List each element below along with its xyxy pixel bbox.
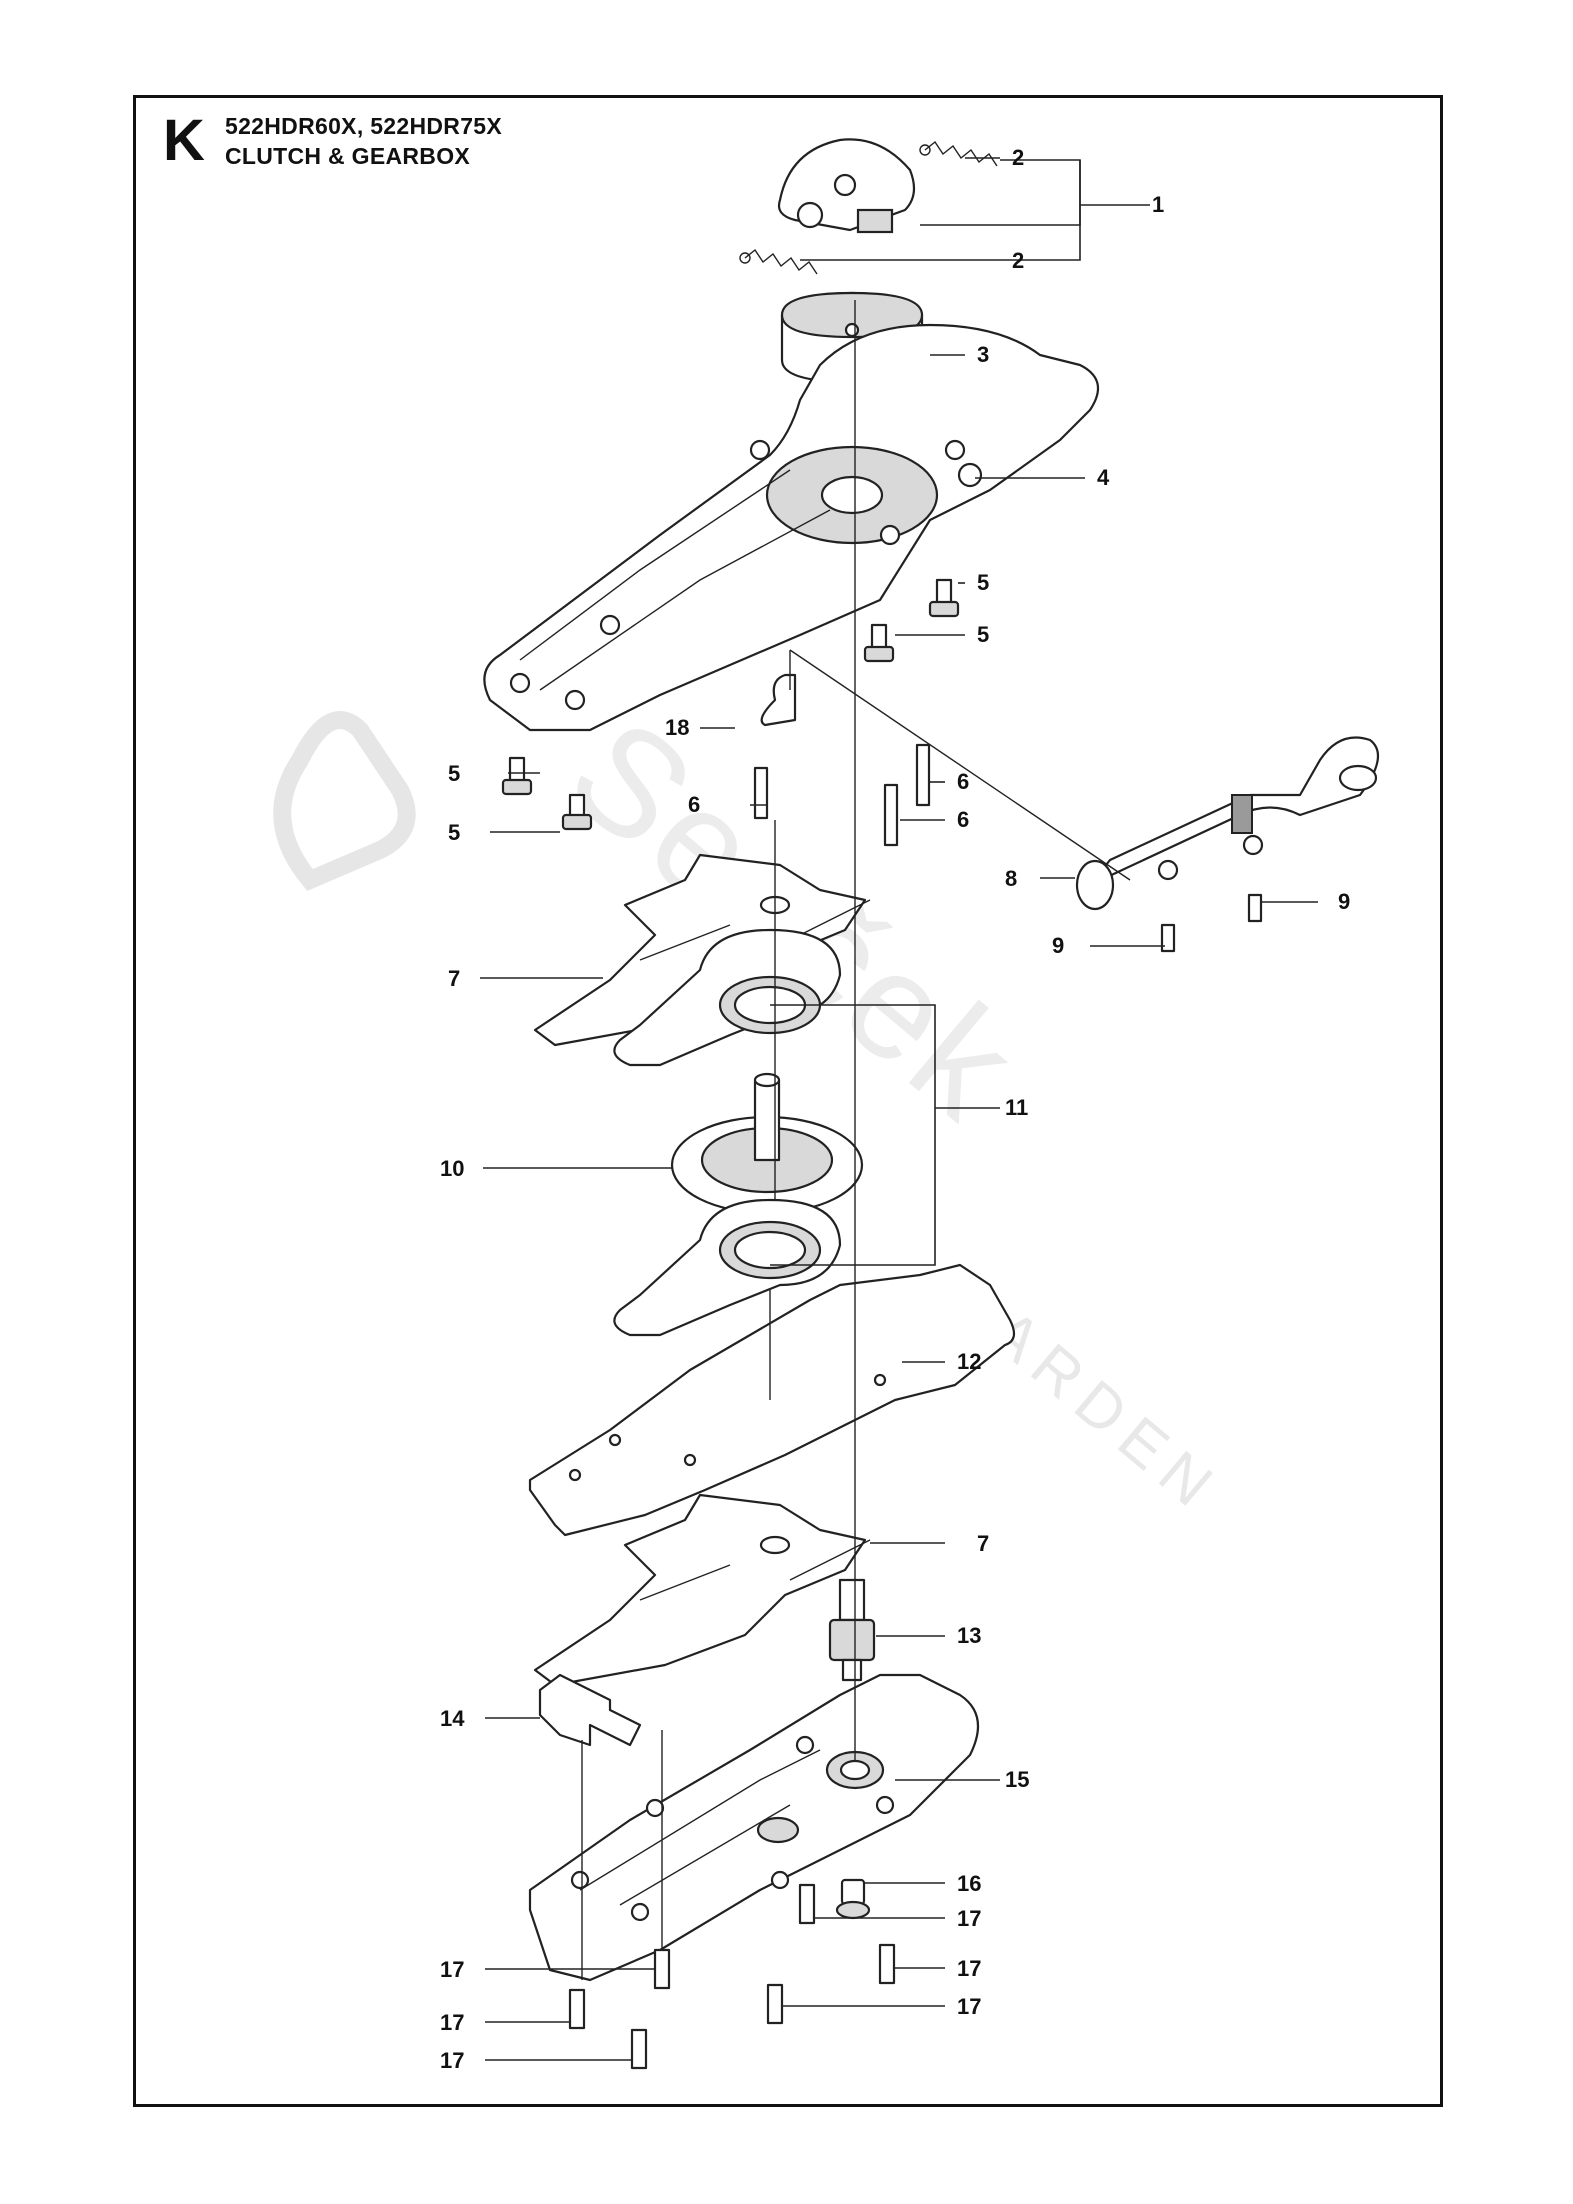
- callout-6-b: 6: [957, 769, 969, 794]
- screw-17-b: [878, 1943, 896, 1985]
- screw-6-a: [753, 766, 769, 820]
- callout-13: 13: [957, 1623, 981, 1648]
- leader-lines: [480, 157, 1318, 2061]
- callout-6-c: 6: [957, 807, 969, 832]
- model-numbers: 522HDR60X, 522HDR75X: [225, 113, 503, 139]
- callout-9-a: 9: [1338, 889, 1350, 914]
- callout-12: 12: [957, 1349, 981, 1374]
- callout-17-e: 17: [440, 2010, 464, 2035]
- part-clip-14: [538, 1673, 642, 1747]
- callout-16: 16: [957, 1871, 981, 1896]
- callout-5-c: 5: [448, 761, 460, 786]
- part-bracket-18: [760, 650, 797, 727]
- part-gearbox-housing-lower: [528, 1673, 980, 1982]
- part-gasket-7-top: [533, 853, 871, 1047]
- callout-14: 14: [440, 1706, 465, 1731]
- section-title: CLUTCH & GEARBOX: [225, 143, 471, 169]
- screw-5-d: [561, 793, 593, 831]
- part-gasket-7-bottom: [533, 1493, 871, 1687]
- part-pipe-8: [1075, 736, 1380, 911]
- part-bearing-plate-11-bottom: [613, 1198, 842, 1337]
- screws-9: [1160, 893, 1263, 953]
- callout-17-c: 17: [957, 1994, 981, 2019]
- part-spring-bottom: [739, 248, 818, 275]
- part-gearbox-housing-upper: [483, 323, 1100, 732]
- screws-17: [568, 1883, 896, 2070]
- callout-11: 11: [1005, 1095, 1028, 1120]
- callout-labels: 2 1 2 3 4 5 5 5 5 6 6 6 18 7 8 9 9 11 10…: [440, 145, 1350, 2073]
- watermark-logo: [273, 711, 416, 891]
- callout-4: 4: [1097, 465, 1110, 490]
- screws-upper: [501, 578, 960, 847]
- callout-18: 18: [665, 715, 689, 740]
- screw-17-c: [766, 1983, 784, 2025]
- callout-5-b: 5: [977, 622, 989, 647]
- callout-1: 1: [1152, 192, 1164, 217]
- callout-2-top: 2: [1012, 145, 1024, 170]
- callout-17-a: 17: [957, 1906, 981, 1931]
- screw-17-d: [653, 1948, 671, 1990]
- part-plug-16: [835, 1878, 871, 1920]
- screw-5-c: [501, 756, 533, 796]
- callout-17-b: 17: [957, 1956, 981, 1981]
- callout-10: 10: [440, 1156, 464, 1181]
- callout-7-top: 7: [448, 966, 460, 991]
- screw-5-a: [928, 578, 960, 618]
- screw-5-b: [863, 623, 895, 663]
- callout-17-f: 17: [440, 2048, 464, 2073]
- callout-7-bottom: 7: [977, 1531, 989, 1556]
- callout-9-b: 9: [1052, 933, 1064, 958]
- callout-2-bottom: 2: [1012, 248, 1024, 273]
- callout-5-a: 5: [977, 570, 989, 595]
- screw-17-a: [798, 1883, 816, 1925]
- screw-6-c: [883, 783, 899, 847]
- part-clutch: [777, 138, 916, 234]
- screw-6-b: [915, 743, 931, 807]
- part-gear-10: [670, 1072, 864, 1215]
- callout-5-d: 5: [448, 820, 460, 845]
- callout-3: 3: [977, 342, 989, 367]
- callout-15: 15: [1005, 1767, 1029, 1792]
- part-pinion-13: [828, 1578, 876, 1682]
- callout-6-a: 6: [688, 792, 700, 817]
- section-letter: K: [163, 108, 205, 173]
- callout-17-d: 17: [440, 1957, 464, 1982]
- callout-8: 8: [1005, 866, 1017, 891]
- part-gasket-12: [528, 1263, 1016, 1537]
- part-spring-top: [919, 140, 998, 167]
- screw-17-f: [630, 2028, 648, 2070]
- screw-17-e: [568, 1988, 586, 2030]
- page-frame: [133, 95, 1443, 2107]
